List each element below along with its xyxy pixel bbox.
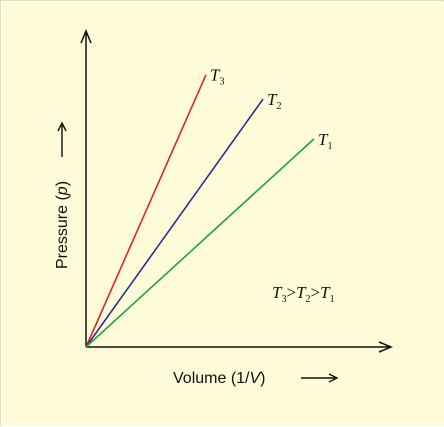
y-axis-arrowhead: [80, 29, 92, 44]
series-line-t2: [85, 98, 264, 348]
x-label-arrowhead: [328, 373, 339, 383]
temperature-order-annotation: T3>T2>T1: [272, 283, 335, 305]
x-axis-label-text: Volume (1/V): [173, 370, 265, 387]
x-axis-label: Volume (1/V): [173, 370, 339, 387]
y-axis-label: Pressure (p): [54, 121, 71, 269]
y-axis-label-text: Pressure (p): [54, 181, 71, 269]
series-label-t2: T2: [267, 90, 281, 112]
axes: [80, 29, 393, 353]
series-label-t3: T3: [210, 66, 224, 88]
x-axis-arrowhead: [378, 341, 393, 353]
series-group: [85, 74, 315, 348]
series-line-t3: [85, 74, 207, 348]
series-line-t1: [85, 138, 315, 348]
y-label-arrowhead: [57, 121, 67, 132]
series-label-t1: T1: [318, 130, 332, 152]
